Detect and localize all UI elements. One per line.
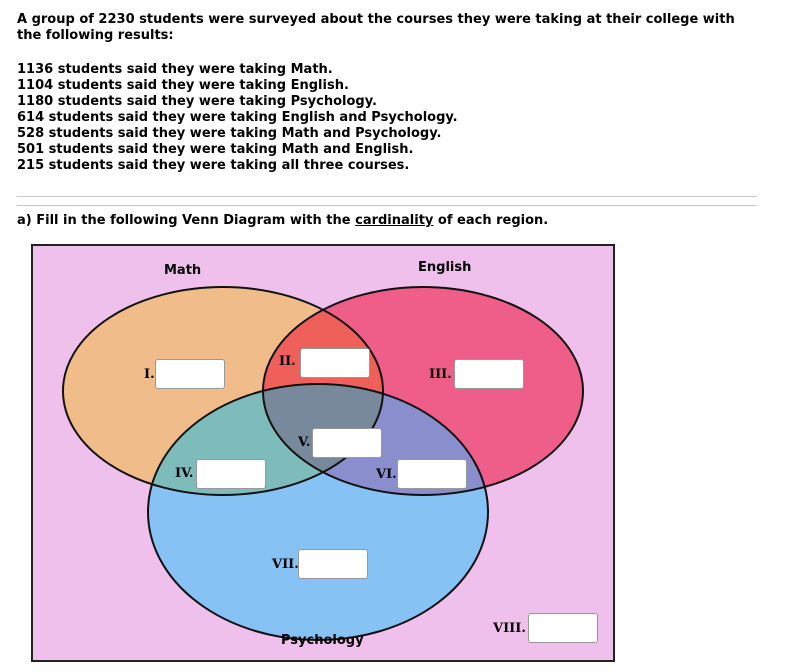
region-VIII-input[interactable] [528,613,598,643]
question-a: a) Fill in the following Venn Diagram wi… [17,213,548,228]
region-VI-input[interactable] [397,459,467,489]
divider-top [17,196,757,197]
fact-math-psychology: 528 students said they were taking Math … [17,126,442,141]
fact-math: 1136 students said they were taking Math… [17,62,333,77]
region-III-input[interactable] [454,359,524,389]
venn-diagram: Math English Psychology I. II. III. IV. … [31,244,615,662]
region-V-input[interactable] [312,428,382,458]
region-II-input[interactable] [300,348,370,378]
region-IV-label: IV. [175,466,194,481]
survey-facts: 1136 students said they were taking Math… [17,62,458,174]
region-II-label: II. [279,354,296,369]
fact-psychology: 1180 students said they were taking Psyc… [17,94,377,109]
question-suffix: of each region. [433,213,549,228]
question-prefix: a) Fill in the following Venn Diagram wi… [17,213,356,228]
region-VIII-label: VIII. [493,621,526,636]
math-set-outline [62,286,384,496]
fact-english: 1104 students said they were taking Engl… [17,78,349,93]
psychology-set-outline [147,383,489,641]
english-set-label: English [418,260,472,275]
region-VII-input[interactable] [298,549,368,579]
fact-english-psychology: 614 students said they were taking Engli… [17,110,458,125]
problem-intro: A group of 2230 students were surveyed a… [17,12,735,43]
region-I-label: I. [144,367,155,382]
fact-math-english: 501 students said they were taking Math … [17,142,414,157]
region-VI-label: VI. [376,467,397,482]
region-I-input[interactable] [155,359,225,389]
math-set-label: Math [164,263,202,278]
region-IV-input[interactable] [196,459,266,489]
cardinality-term: cardinality [355,213,434,228]
region-III-label: III. [429,367,452,382]
region-V-label: V. [298,435,311,450]
venn-circles [62,286,584,641]
fact-all-three: 215 students said they were taking all t… [17,158,410,173]
region-VII-label: VII. [272,557,299,572]
psychology-set-label: Psychology [281,633,364,648]
divider-bottom [17,205,757,206]
